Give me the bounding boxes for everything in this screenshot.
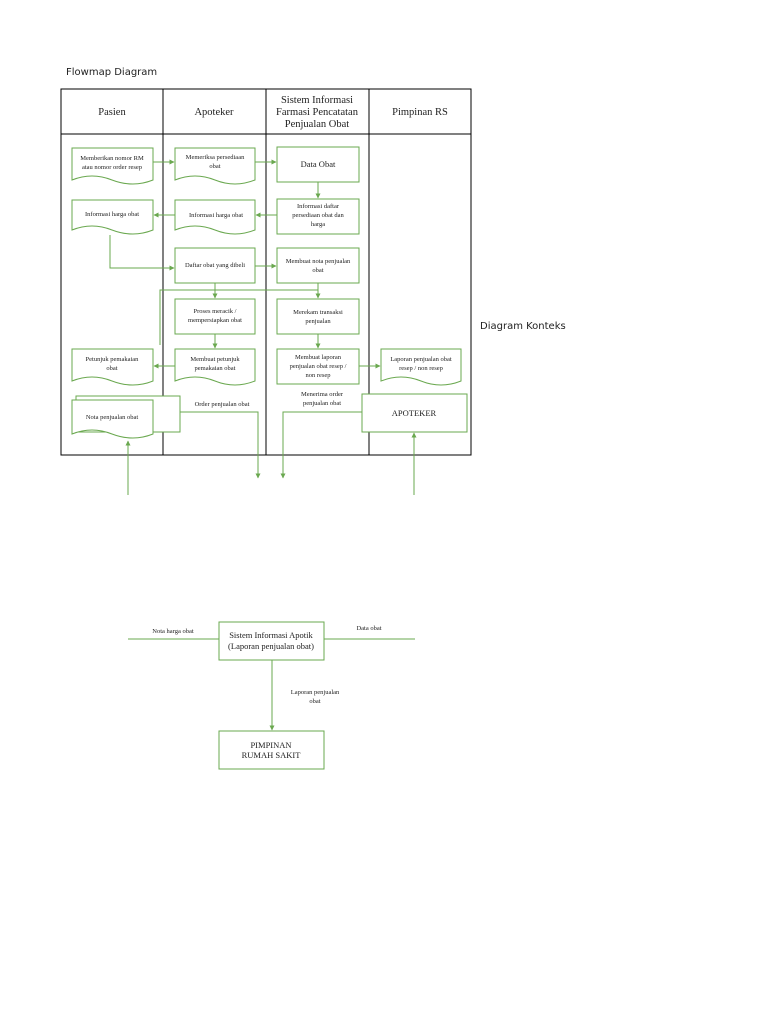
svg-text:Merekam transaksi: Merekam transaksi bbox=[293, 309, 343, 316]
svg-text:Nota penjualan obat: Nota penjualan obat bbox=[86, 414, 139, 421]
context-heading: Diagram Konteks bbox=[480, 321, 566, 332]
lane-header-sistem-line2: Farmasi Pencatatan bbox=[276, 107, 359, 118]
process-merekam: Merekam transaksi penjualan bbox=[276, 298, 360, 335]
svg-text:mempersiapkan obat: mempersiapkan obat bbox=[188, 317, 242, 324]
doc-info-harga-apoteker: Informasi harga obat bbox=[174, 199, 256, 235]
flowmap-heading: Flowmap Diagram bbox=[66, 67, 158, 78]
svg-text:Memeriksa persediaan: Memeriksa persediaan bbox=[186, 154, 245, 161]
context-label-laporan-1: Laporan penjualan bbox=[291, 689, 340, 696]
svg-text:RUMAH SAKIT: RUMAH SAKIT bbox=[242, 750, 302, 760]
swimlane-grid bbox=[60, 88, 472, 456]
lane-header-sistem-line3: Penjualan Obat bbox=[285, 119, 350, 130]
svg-text:penjualan obat resep /: penjualan obat resep / bbox=[290, 363, 347, 370]
svg-text:penjualan: penjualan bbox=[305, 318, 331, 325]
svg-text:obat: obat bbox=[312, 267, 323, 274]
process-membuat-laporan: Membuat laporan penjualan obat resep / n… bbox=[276, 348, 360, 385]
label-order-penjualan: Order penjualan obat bbox=[195, 401, 250, 408]
process-meracik: Proses meracik / mempersiapkan obat bbox=[174, 298, 256, 335]
svg-text:Sistem Informasi Apotik: Sistem Informasi Apotik bbox=[229, 630, 313, 640]
doc-info-harga-pasien: Informasi harga obat bbox=[71, 199, 154, 235]
context-system-box: Sistem Informasi Apotik (Laporan penjual… bbox=[218, 621, 325, 661]
svg-text:resep / non resep: resep / non resep bbox=[399, 365, 443, 372]
svg-text:Informasi harga obat: Informasi harga obat bbox=[85, 211, 139, 218]
doc-petunjuk-pemakaian: Petunjuk pemakaian obat bbox=[71, 348, 154, 386]
svg-text:Data Obat: Data Obat bbox=[301, 159, 336, 169]
svg-text:harga: harga bbox=[311, 221, 325, 228]
process-data-obat: Data Obat bbox=[276, 146, 360, 183]
svg-text:Petunjuk pemakaian: Petunjuk pemakaian bbox=[86, 356, 140, 363]
process-membuat-nota: Membuat nota penjualan obat bbox=[276, 247, 360, 284]
process-info-daftar: Informasi daftar persediaan obat dan har… bbox=[276, 198, 360, 235]
svg-text:APOTEKER: APOTEKER bbox=[392, 408, 437, 418]
svg-text:Informasi daftar: Informasi daftar bbox=[297, 203, 340, 210]
context-pimpinan-box: PIMPINAN RUMAH SAKIT bbox=[218, 730, 325, 770]
context-label-data-obat: Data obat bbox=[356, 625, 381, 632]
doc-nota-penjualan: Nota penjualan obat bbox=[71, 399, 154, 439]
doc-membuat-petunjuk: Membuat petunjuk pemakaian obat bbox=[174, 348, 256, 386]
doc-memeriksa-persediaan: Memeriksa persediaan obat bbox=[174, 147, 256, 185]
svg-text:pemakaian obat: pemakaian obat bbox=[195, 365, 236, 372]
svg-text:Daftar obat yang dibeli: Daftar obat yang dibeli bbox=[185, 262, 245, 269]
label-menerima-order-1: Menerima order bbox=[301, 391, 344, 398]
svg-text:PIMPINAN: PIMPINAN bbox=[250, 740, 291, 750]
lane-header-apoteker: Apoteker bbox=[194, 107, 234, 118]
svg-text:Informasi harga obat: Informasi harga obat bbox=[189, 212, 243, 219]
svg-text:Memberikan nomor RM: Memberikan nomor RM bbox=[80, 155, 144, 162]
svg-text:obat: obat bbox=[106, 365, 117, 372]
process-daftar-obat: Daftar obat yang dibeli bbox=[174, 247, 256, 284]
svg-text:(Laporan penjualan obat): (Laporan penjualan obat) bbox=[228, 641, 314, 651]
svg-text:Membuat petunjuk: Membuat petunjuk bbox=[190, 356, 240, 363]
context-label-laporan-2: obat bbox=[309, 698, 320, 705]
svg-text:persediaan obat dan: persediaan obat dan bbox=[292, 212, 344, 219]
svg-text:Proses meracik /: Proses meracik / bbox=[194, 308, 237, 315]
svg-text:Membuat laporan: Membuat laporan bbox=[295, 354, 342, 361]
svg-text:obat: obat bbox=[209, 163, 220, 170]
svg-text:atau nomor order resep: atau nomor order resep bbox=[82, 164, 142, 171]
label-menerima-order-2: penjualan obat bbox=[303, 400, 341, 407]
lane-header-pasien: Pasien bbox=[98, 107, 126, 118]
svg-text:non resep: non resep bbox=[305, 372, 330, 379]
svg-text:Laporan penjualan obat: Laporan penjualan obat bbox=[390, 356, 452, 363]
doc-laporan-penjualan: Laporan penjualan obat resep / non resep bbox=[380, 348, 462, 386]
context-label-nota-harga: Nota harga obat bbox=[152, 628, 194, 635]
entity-apoteker: APOTEKER bbox=[361, 393, 468, 433]
lane-header-pimpinan: Pimpinan RS bbox=[392, 107, 448, 118]
svg-text:Membuat nota penjualan: Membuat nota penjualan bbox=[286, 258, 351, 265]
lane-header-sistem-line1: Sistem Informasi bbox=[281, 95, 353, 106]
flow-connectors bbox=[109, 159, 417, 495]
doc-memberikan-nomor: Memberikan nomor RM atau nomor order res… bbox=[71, 147, 154, 185]
